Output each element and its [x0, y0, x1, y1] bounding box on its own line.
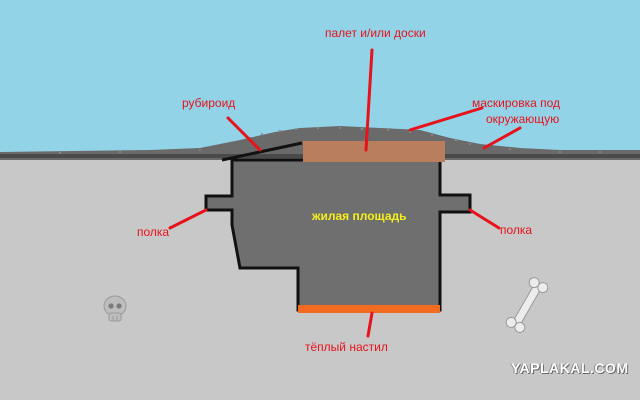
pointer-lines [168, 48, 522, 338]
label-shelf-right: полка [500, 223, 533, 237]
pointer-shelf-left [168, 208, 208, 230]
pointer-camouflage-bottom [482, 126, 522, 150]
label-camouflage-line1: маскировка под [472, 96, 561, 110]
label-warm-floor: тёплый настил [305, 340, 388, 354]
warm-floor [298, 305, 440, 313]
label-living-area: жилая площадь [312, 209, 407, 223]
label-camouflage-line2: окружающую [486, 112, 560, 126]
pointer-shelf-right [468, 208, 501, 230]
pointer-pallet [364, 48, 374, 152]
pallet [303, 141, 445, 162]
label-shelf-left: полка [137, 225, 170, 239]
dugout-living-area [204, 158, 472, 312]
pointer-camouflage-top [408, 106, 484, 132]
bone-icon [505, 277, 549, 333]
label-roofing: рубироид [182, 96, 236, 110]
skull-icon [103, 295, 127, 322]
watermark: YAPLAKAL.COM [511, 360, 629, 376]
pointer-floor [366, 311, 374, 338]
pointer-roofing [226, 116, 262, 152]
roofing-sheet [221, 141, 303, 162]
label-pallet: палет и/или доски [325, 26, 426, 40]
